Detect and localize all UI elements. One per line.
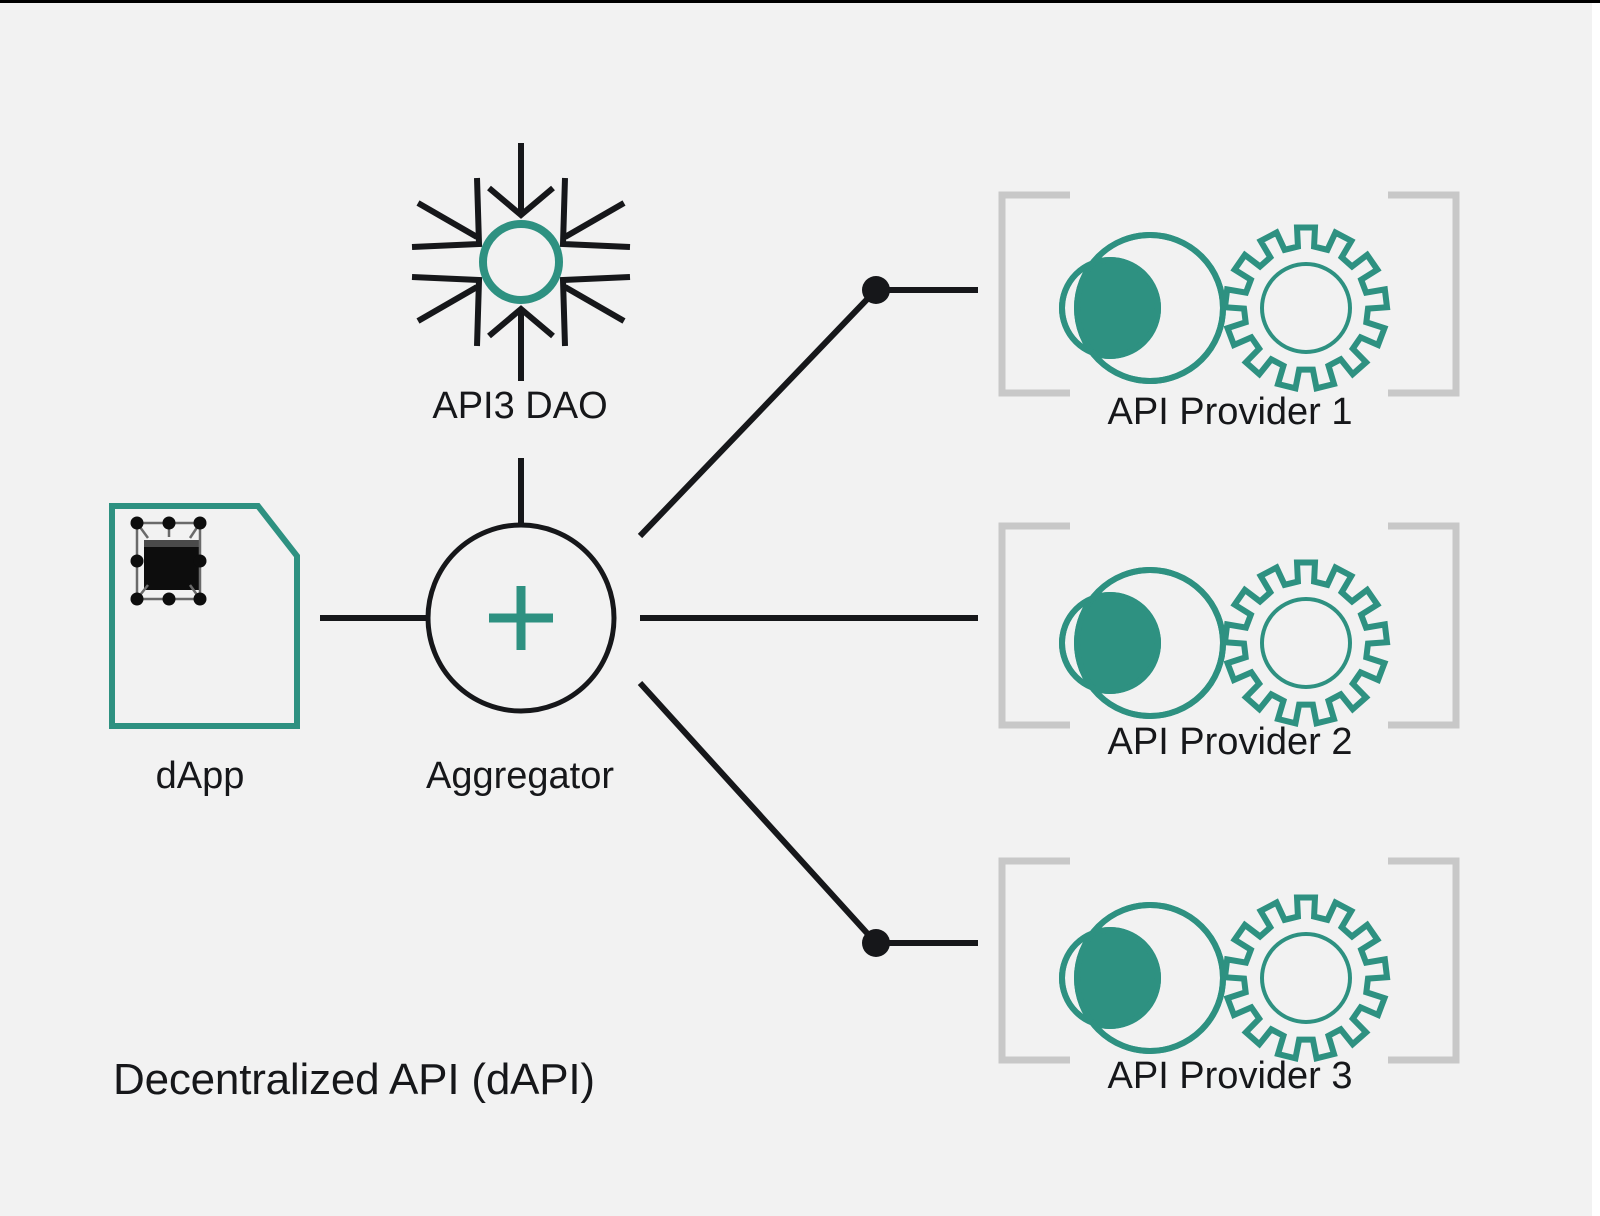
plus-icon: [489, 586, 553, 650]
provider-3-gear-icon: [1221, 894, 1391, 1062]
connector-dot-provider3: [862, 929, 890, 957]
provider-1-gear-icon: [1221, 224, 1391, 392]
provider-3-label: API Provider 3: [1107, 1055, 1353, 1097]
aggregator-node-icon: [425, 522, 617, 714]
provider-2-label: API Provider 2: [1107, 721, 1353, 763]
provider-2-bracket-left: [998, 522, 1070, 729]
provider-1-bracket-right: [1388, 191, 1460, 397]
provider-3-bracket-left: [998, 857, 1070, 1064]
connector-aggregator-provider3-diagonal: [637, 680, 879, 946]
diagram-graphics: [109, 143, 1460, 1064]
api3-dao-snowflake-icon: [411, 143, 631, 381]
diagram-title: Decentralized API (dAPI): [113, 1055, 595, 1104]
provider-3-venn-circles-icon: [1059, 902, 1226, 1054]
provider-2-venn-circles-icon: [1059, 567, 1226, 719]
selected-object-glyph: [130, 516, 207, 606]
aggregator-label: Aggregator: [425, 755, 614, 797]
provider-1-venn-circles-icon: [1059, 232, 1226, 384]
dapp-label: dApp: [155, 755, 245, 797]
api3-dao-label: API3 DAO: [432, 385, 608, 427]
provider-3-bracket-right: [1388, 857, 1460, 1064]
provider-1-label: API Provider 1: [1107, 391, 1353, 433]
connector-aggregator-provider1-diagonal: [637, 287, 879, 539]
connector-lines: [320, 287, 978, 946]
provider-3-group: [998, 857, 1460, 1064]
provider-1-bracket-left: [998, 191, 1070, 397]
dapp-document-icon: [109, 503, 300, 729]
connector-dot-provider1: [862, 276, 890, 304]
provider-2-gear-icon: [1221, 559, 1391, 727]
provider-2-bracket-right: [1388, 522, 1460, 729]
provider-2-group: [998, 522, 1460, 729]
provider-1-group: [998, 191, 1460, 397]
